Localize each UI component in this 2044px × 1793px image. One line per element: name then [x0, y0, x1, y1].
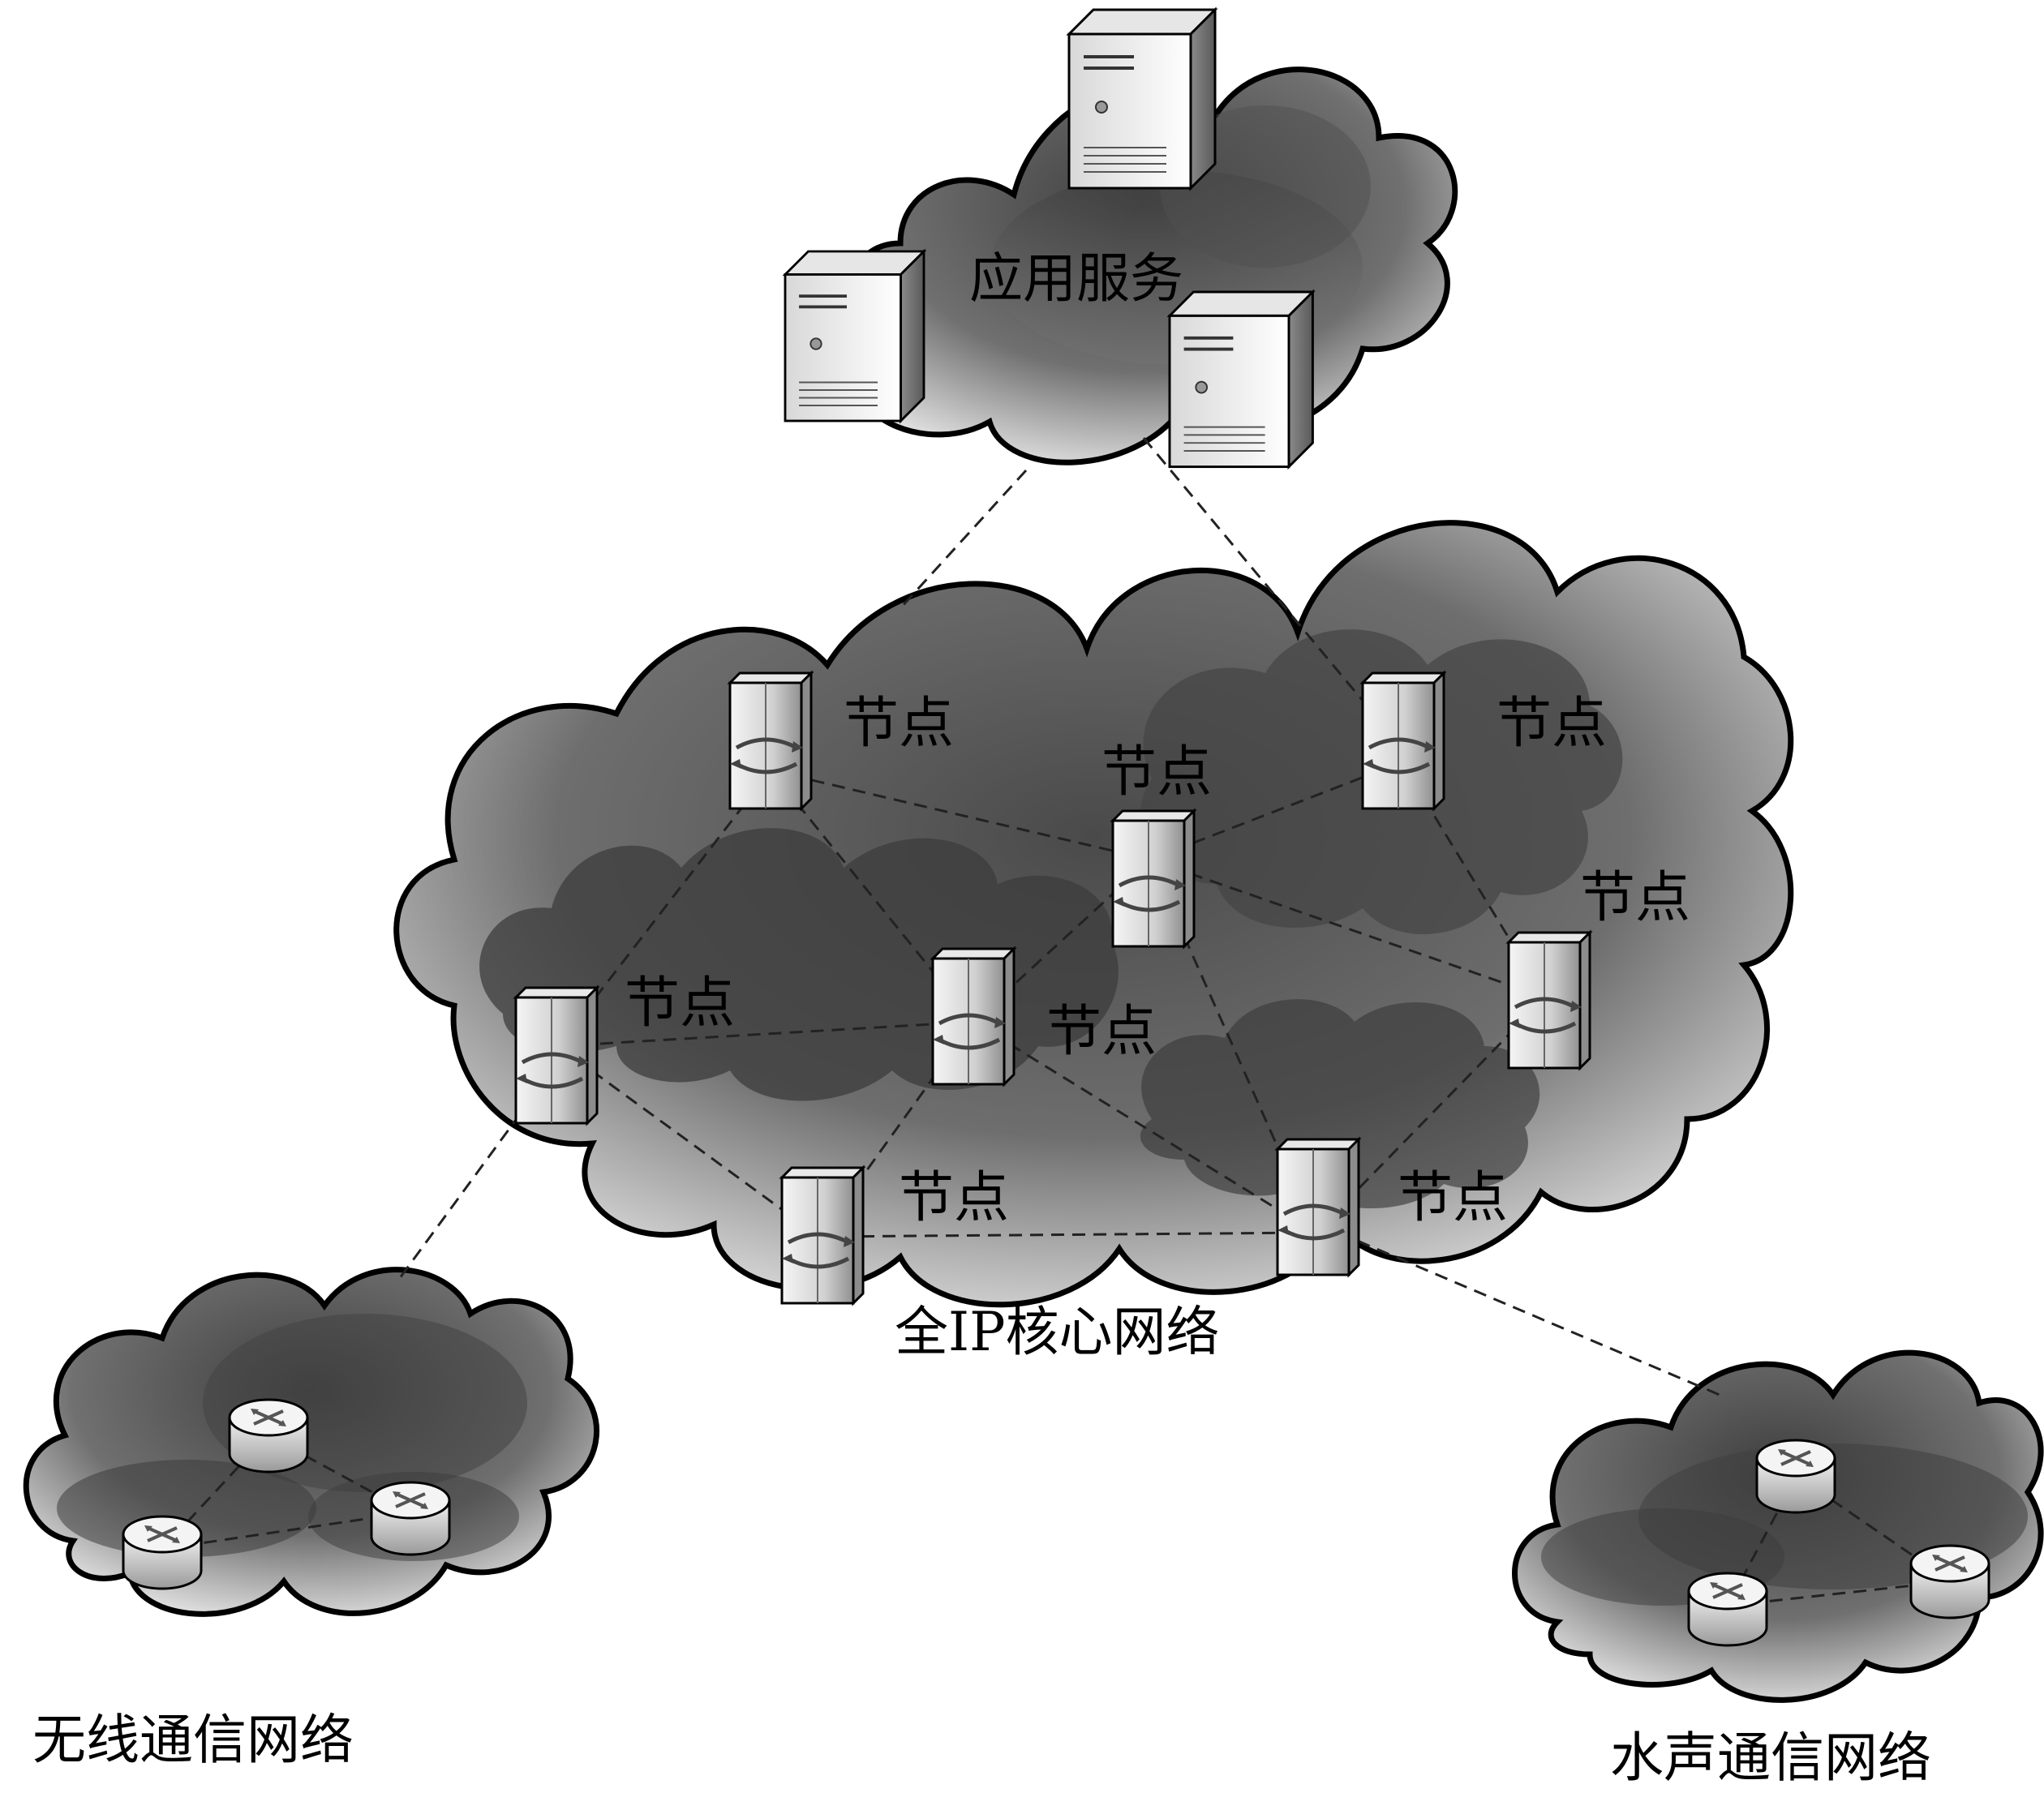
network-switch-icon — [1113, 811, 1194, 946]
router-icon — [371, 1482, 449, 1555]
application-services-label: 应用服务 — [969, 247, 1183, 310]
router-icon — [1689, 1573, 1767, 1645]
acoustic-network-cloud — [1515, 1353, 2042, 1700]
node-label: 节点 — [844, 692, 954, 756]
node-label: 节点 — [899, 1166, 1009, 1230]
router-icon — [123, 1516, 201, 1589]
network-switch-icon — [1363, 673, 1444, 809]
node-label: 节点 — [625, 972, 735, 1036]
node-label: 节点 — [1046, 1000, 1157, 1064]
router-icon — [1911, 1546, 1989, 1618]
server-icon — [1170, 292, 1312, 467]
server-icon — [1069, 10, 1215, 188]
node-label: 节点 — [1496, 692, 1607, 756]
server-icon — [785, 251, 924, 421]
network-switch-icon — [730, 673, 811, 809]
router-icon — [230, 1400, 307, 1472]
node-label: 节点 — [1398, 1166, 1508, 1230]
node-label: 节点 — [1101, 740, 1212, 804]
node-label: 节点 — [1580, 866, 1690, 930]
wireless-network-label: 无线通信网络 — [32, 1709, 354, 1771]
network-switch-icon — [1509, 933, 1590, 1068]
wireless-network-cloud — [26, 1270, 596, 1615]
core-ip-network-label: 全IP核心网络 — [895, 1301, 1219, 1363]
router-icon — [1757, 1440, 1835, 1512]
acoustic-network-label: 水声通信网络 — [1610, 1727, 1931, 1789]
network-switch-icon — [933, 949, 1014, 1084]
network-switch-icon — [782, 1168, 863, 1303]
network-switch-icon — [516, 988, 597, 1123]
network-switch-icon — [1278, 1139, 1359, 1275]
